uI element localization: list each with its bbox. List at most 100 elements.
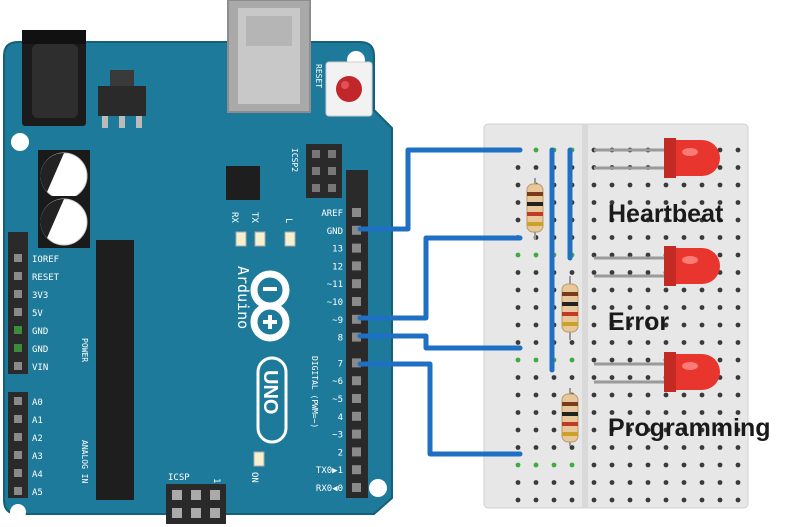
breadboard-hole <box>645 497 651 503</box>
breadboard-hole <box>627 357 633 363</box>
breadboard-hole <box>735 165 741 170</box>
breadboard-hole <box>609 252 615 258</box>
breadboard-hole <box>533 147 539 153</box>
breadboard-hole <box>645 235 651 240</box>
breadboard-hole <box>591 497 597 503</box>
breadboard-hole <box>663 305 669 310</box>
breadboard-hole <box>515 375 521 380</box>
breadboard-hole <box>735 252 741 258</box>
power-pin-label: GND <box>32 345 48 355</box>
digital-pin-hole <box>352 208 361 217</box>
breadboard-hole <box>645 182 651 188</box>
breadboard-hole <box>591 287 597 293</box>
breadboard-hole <box>663 287 669 293</box>
breadboard-hole <box>735 375 741 380</box>
digital-pin-label: ~3 <box>332 431 343 441</box>
breadboard-hole <box>609 497 615 503</box>
led-label-heartbeat: Heartbeat <box>608 200 724 228</box>
breadboard-hole <box>569 497 575 503</box>
digital-pin-label: ~10 <box>327 298 343 308</box>
breadboard-hole <box>591 217 597 223</box>
arduino-board: RESET ICSP2 RX TX L <box>3 0 393 524</box>
resistor <box>526 178 544 240</box>
breadboard-hole <box>681 497 687 503</box>
breadboard-hole <box>717 182 723 188</box>
digital-pin-hole <box>352 243 361 253</box>
breadboard-hole <box>681 445 687 450</box>
breadboard-hole <box>609 357 615 363</box>
breadboard-hole <box>663 182 669 188</box>
breadboard-hole <box>699 305 705 310</box>
breadboard-hole <box>645 252 651 258</box>
breadboard-hole <box>681 427 687 433</box>
power-pin-hole <box>14 362 22 370</box>
breadboard-hole <box>645 480 651 485</box>
power-label: POWER <box>80 338 89 362</box>
analog-pin-label: A2 <box>32 434 43 444</box>
breadboard-hole <box>681 480 687 485</box>
breadboard-hole <box>515 427 521 433</box>
digital-pin-label: AREF <box>321 209 343 219</box>
icsp-header <box>166 484 226 524</box>
breadboard-hole <box>627 497 633 503</box>
breadboard-hole <box>609 287 615 293</box>
resistor <box>561 388 579 446</box>
analog-pin-hole <box>14 415 22 423</box>
breadboard-hole <box>551 392 557 398</box>
breadboard-hole <box>681 410 687 415</box>
breadboard-hole <box>627 480 633 485</box>
breadboard-hole <box>533 165 539 170</box>
digital-pin-label: 8 <box>338 334 343 344</box>
breadboard-hole <box>699 392 705 398</box>
breadboard-hole <box>735 340 741 345</box>
power-pin-hole <box>14 344 22 352</box>
breadboard-hole <box>663 445 669 450</box>
digital-pin-label: ~9 <box>332 316 343 326</box>
power-pin-label: RESET <box>32 273 60 283</box>
analog-pin-label: A5 <box>32 488 43 498</box>
breadboard-hole <box>533 357 539 363</box>
usb-chip <box>226 166 260 200</box>
breadboard-hole <box>717 217 723 223</box>
breadboard-hole <box>717 252 723 258</box>
breadboard-hole <box>645 410 651 415</box>
breadboard-hole <box>569 340 575 345</box>
breadboard-hole <box>717 480 723 485</box>
reset-button[interactable] <box>325 61 373 117</box>
breadboard-hole <box>663 462 669 468</box>
digital-pin-hole <box>352 483 361 492</box>
l-label: L <box>283 218 293 223</box>
digital-pin-label: 7 <box>338 359 343 369</box>
led <box>594 246 720 286</box>
digital-pin-hole <box>352 411 361 421</box>
breadboard-hole <box>515 165 521 170</box>
breadboard-hole <box>681 305 687 310</box>
breadboard-hole <box>735 200 741 205</box>
breadboard-hole <box>663 497 669 503</box>
breadboard-hole <box>663 217 669 223</box>
reset-label: RESET <box>314 64 323 88</box>
power-pin-hole <box>14 272 22 280</box>
breadboard-hole <box>515 217 521 223</box>
breadboard-hole <box>717 147 723 153</box>
breadboard-hole <box>515 497 521 503</box>
digital-pin-label: ~11 <box>327 280 343 290</box>
breadboard-hole <box>515 270 521 275</box>
icsp-pin1-label: 1 <box>211 478 221 483</box>
usb-connector <box>227 0 311 113</box>
breadboard-hole <box>515 445 521 450</box>
breadboard-hole <box>717 462 723 468</box>
breadboard-hole <box>663 410 669 415</box>
breadboard-hole <box>681 217 687 223</box>
breadboard-hole <box>645 217 651 223</box>
breadboard-hole <box>663 392 669 398</box>
icsp-label: ICSP <box>168 473 190 483</box>
power-pin-label: GND <box>32 327 48 337</box>
breadboard-hole <box>627 375 633 380</box>
breadboard-hole <box>533 340 539 345</box>
arduino-name: Arduino <box>234 266 252 329</box>
